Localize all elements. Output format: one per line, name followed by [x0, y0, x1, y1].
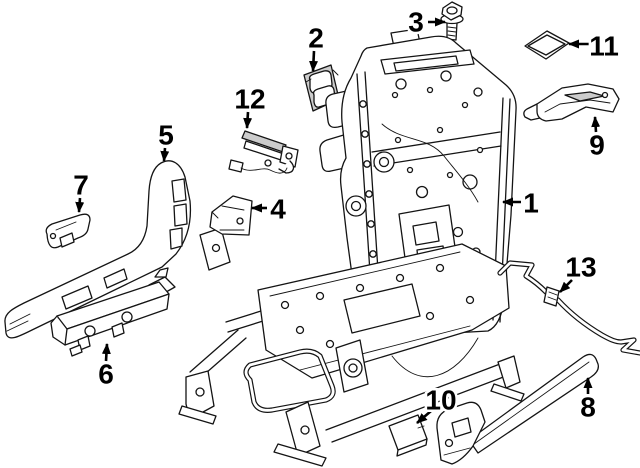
callout-number-10[interactable]: 10	[423, 382, 459, 418]
callout-10[interactable]: 10	[416, 382, 459, 424]
callout-number-6[interactable]: 6	[96, 356, 117, 392]
callout-4[interactable]: 4	[251, 191, 289, 227]
part-cover-plate	[388, 414, 428, 457]
callout-arrow-9	[591, 116, 601, 133]
callout-number-11[interactable]: 11	[587, 28, 622, 64]
callout-number-2[interactable]: 2	[306, 20, 327, 56]
callout-8[interactable]: 8	[578, 377, 599, 425]
part-latch-handle	[523, 83, 620, 122]
callout-number-3[interactable]: 3	[406, 4, 427, 40]
part-track-cover	[436, 353, 599, 465]
part-side-shield	[4, 160, 192, 339]
part-pad	[524, 30, 570, 60]
callout-arrow-5	[160, 147, 170, 162]
callout-number-5[interactable]: 5	[156, 117, 177, 153]
callout-arrow-10	[416, 410, 432, 424]
callout-6[interactable]: 6	[96, 343, 117, 392]
callout-number-8[interactable]: 8	[578, 389, 599, 425]
part-bolt	[440, 1, 464, 41]
part-seat-track	[50, 267, 176, 357]
callout-arrow-12	[243, 111, 253, 129]
callout-arrow-13	[559, 279, 573, 293]
callout-9[interactable]: 9	[587, 116, 608, 163]
callout-7[interactable]: 7	[71, 167, 92, 213]
callout-arrow-7	[75, 197, 85, 213]
callout-number-7[interactable]: 7	[71, 167, 92, 203]
callout-number-12[interactable]: 12	[232, 81, 268, 117]
part-adjuster-handle	[45, 213, 91, 249]
part-wiring-harness	[228, 130, 299, 174]
callout-number-13[interactable]: 13	[563, 249, 599, 285]
callout-arrow-2	[309, 50, 318, 72]
callout-11[interactable]: 11	[568, 28, 622, 64]
callout-12[interactable]: 12	[232, 81, 268, 129]
line-art	[4, 1, 640, 467]
callout-1[interactable]: 1	[502, 185, 542, 221]
callout-13[interactable]: 13	[559, 249, 599, 293]
callout-5[interactable]: 5	[156, 117, 177, 162]
callout-number-4[interactable]: 4	[268, 191, 289, 227]
callout-2[interactable]: 2	[306, 20, 327, 72]
callout-3[interactable]: 3	[406, 4, 446, 40]
callout-number-9[interactable]: 9	[587, 127, 608, 163]
part-release-cable	[497, 260, 640, 356]
callout-number-1[interactable]: 1	[521, 185, 542, 221]
part-side-bracket	[209, 195, 253, 236]
callout-arrow-6	[101, 343, 111, 362]
part-cushion-frame	[178, 227, 525, 467]
